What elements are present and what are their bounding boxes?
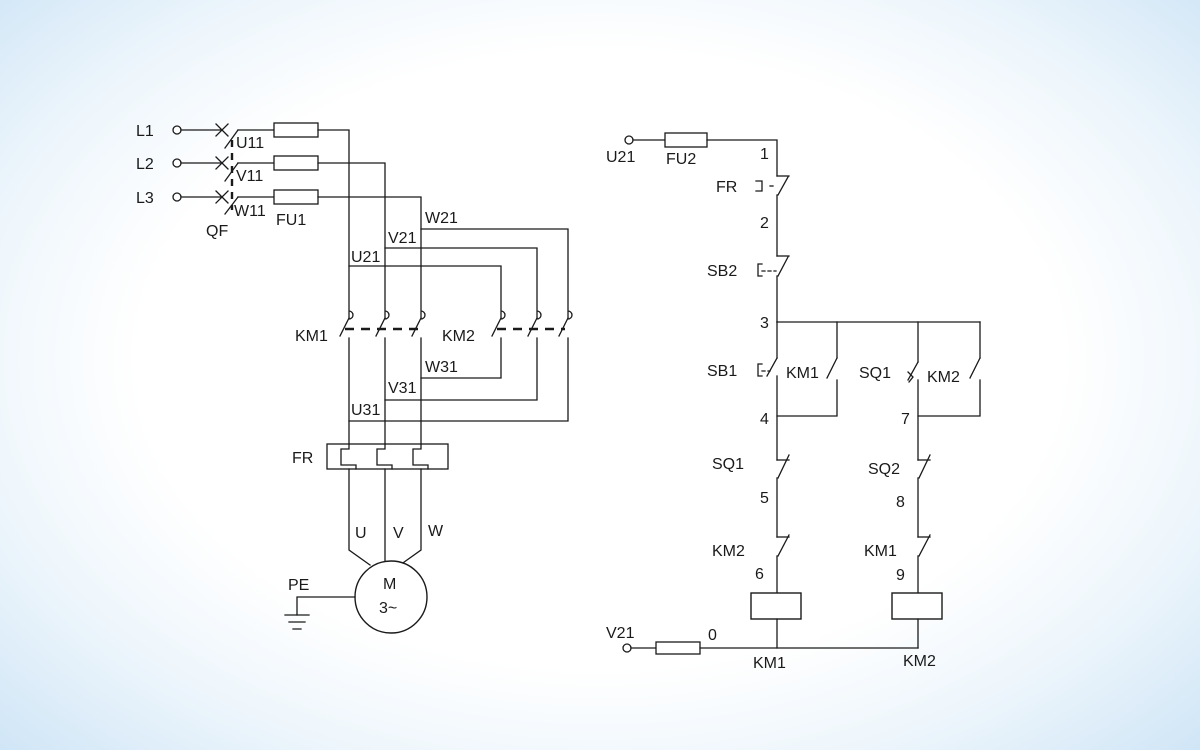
km1-main-contacts (339, 310, 426, 337)
qf-breaker (180, 123, 275, 215)
terminal-u21 (624, 135, 634, 145)
label-km1-contact: KM1 (786, 365, 819, 382)
label-km2-main: KM2 (442, 328, 475, 345)
terminal-v21 (622, 643, 632, 653)
label-fr-main: FR (292, 450, 313, 467)
label-node-5: 5 (760, 490, 769, 507)
label-v: V (393, 525, 404, 542)
label-w21: W21 (425, 210, 458, 227)
label-sq1-upper: SQ1 (859, 365, 891, 382)
terminal-l3 (172, 192, 182, 202)
label-sb1: SB1 (707, 363, 737, 380)
km2-holding-contact (917, 321, 981, 417)
label-qf: QF (206, 223, 228, 240)
label-sq2: SQ2 (868, 461, 900, 478)
terminal-l1 (172, 125, 182, 135)
motor-leads (348, 468, 422, 566)
sq2-limit-switch (917, 454, 931, 538)
reverse-feed-wires (348, 228, 569, 422)
main-circuit: L1 L2 L3 QF FU1 U11 V11 W11 W21 V21 U21 … (136, 122, 573, 634)
label-node-9: 9 (896, 567, 905, 584)
label-node-7: 7 (901, 411, 910, 428)
control-circuit: U21 FU2 V21 0 1 FR 2 SB2 3 SB1 KM1 SQ1 K… (606, 132, 981, 672)
label-l3: L3 (136, 190, 154, 207)
return-fuse (655, 641, 701, 655)
label-u11: U11 (236, 135, 264, 152)
label-node-6: 6 (755, 566, 764, 583)
pe-ground (284, 596, 356, 630)
label-l1: L1 (136, 123, 154, 140)
label-fr-control: FR (716, 179, 737, 196)
label-w11: W11 (234, 203, 266, 220)
fu2-fuse (664, 132, 708, 148)
label-u21: U21 (351, 249, 380, 266)
label-motor-phase: 3~ (379, 600, 397, 617)
sq1-reverse-start-contact (907, 321, 919, 461)
label-km1-interlock: KM1 (864, 543, 897, 560)
label-node-0: 0 (708, 627, 717, 644)
label-km1-main: KM1 (295, 328, 328, 345)
label-node-1: 1 (760, 146, 769, 163)
label-pe: PE (288, 577, 309, 594)
label-v21: V21 (388, 230, 417, 247)
label-km2-contact: KM2 (927, 369, 960, 386)
fr-nc-contact (755, 175, 790, 257)
label-u: U (355, 525, 367, 542)
label-motor-m: M (383, 576, 396, 593)
sb1-forward-button (757, 321, 778, 461)
km2-main-contacts (491, 310, 573, 337)
supply-terminals (172, 125, 182, 202)
label-sb2: SB2 (707, 263, 737, 280)
label-fu2: FU2 (666, 151, 696, 168)
sq1-limit-switch (776, 454, 790, 538)
label-u21-control: U21 (606, 149, 635, 166)
km1-coil (750, 592, 802, 620)
label-fu1: FU1 (276, 212, 306, 229)
km2-interlock-contact (776, 534, 790, 594)
fr-thermal-relay (326, 443, 449, 470)
label-km1-coil: KM1 (753, 655, 786, 672)
sb2-stop-button (757, 255, 790, 323)
motor-m (354, 560, 428, 634)
label-w: W (428, 523, 444, 540)
label-v21-control: V21 (606, 625, 635, 642)
label-u31: U31 (351, 402, 380, 419)
label-km2-coil: KM2 (903, 653, 936, 670)
label-v11: V11 (236, 168, 263, 185)
terminal-l2 (172, 158, 182, 168)
label-sq1-lower: SQ1 (712, 456, 744, 473)
label-node-3: 3 (760, 315, 769, 332)
fu1-fuses (273, 122, 319, 205)
label-node-2: 2 (760, 215, 769, 232)
coil-returns (776, 618, 919, 649)
km1-holding-contact (776, 321, 838, 417)
km1-interlock-contact (917, 534, 931, 594)
label-node-8: 8 (896, 494, 905, 511)
label-l2: L2 (136, 156, 154, 173)
label-v31: V31 (388, 380, 417, 397)
km2-coil (891, 592, 943, 620)
phase-wires (317, 129, 422, 445)
label-node-4: 4 (760, 411, 769, 428)
label-km2-interlock: KM2 (712, 543, 745, 560)
label-w31: W31 (425, 359, 458, 376)
